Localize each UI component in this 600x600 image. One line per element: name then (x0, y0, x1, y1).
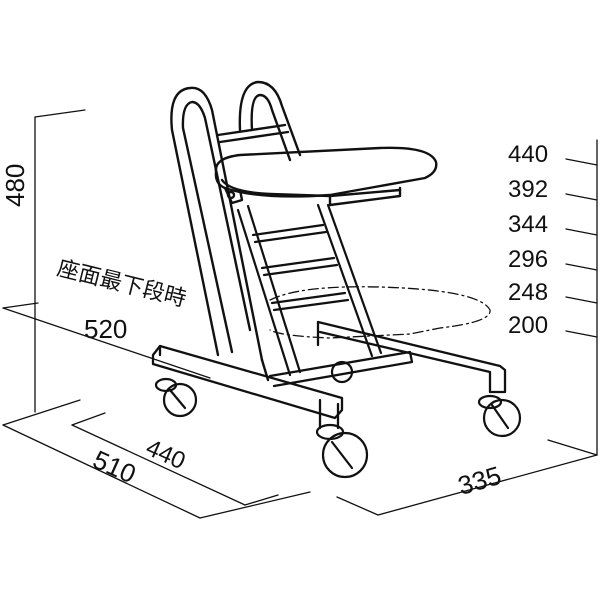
overall-height-label: 480 (0, 163, 30, 207)
casters (154, 360, 522, 479)
lowest-seat-outline (269, 286, 491, 339)
seat-height-248: 248 (508, 279, 549, 306)
seat-height-344: 344 (508, 211, 549, 238)
depth-label: 520 (84, 314, 128, 344)
ladder-frame (236, 203, 383, 377)
seat-height-392: 392 (508, 176, 549, 203)
seat-height-296: 296 (508, 246, 549, 273)
base (151, 320, 507, 430)
seat-height-200: 200 (508, 312, 549, 339)
dimension-lines (2, 109, 598, 519)
seat (214, 146, 438, 207)
seat-height-440: 440 (508, 141, 549, 168)
